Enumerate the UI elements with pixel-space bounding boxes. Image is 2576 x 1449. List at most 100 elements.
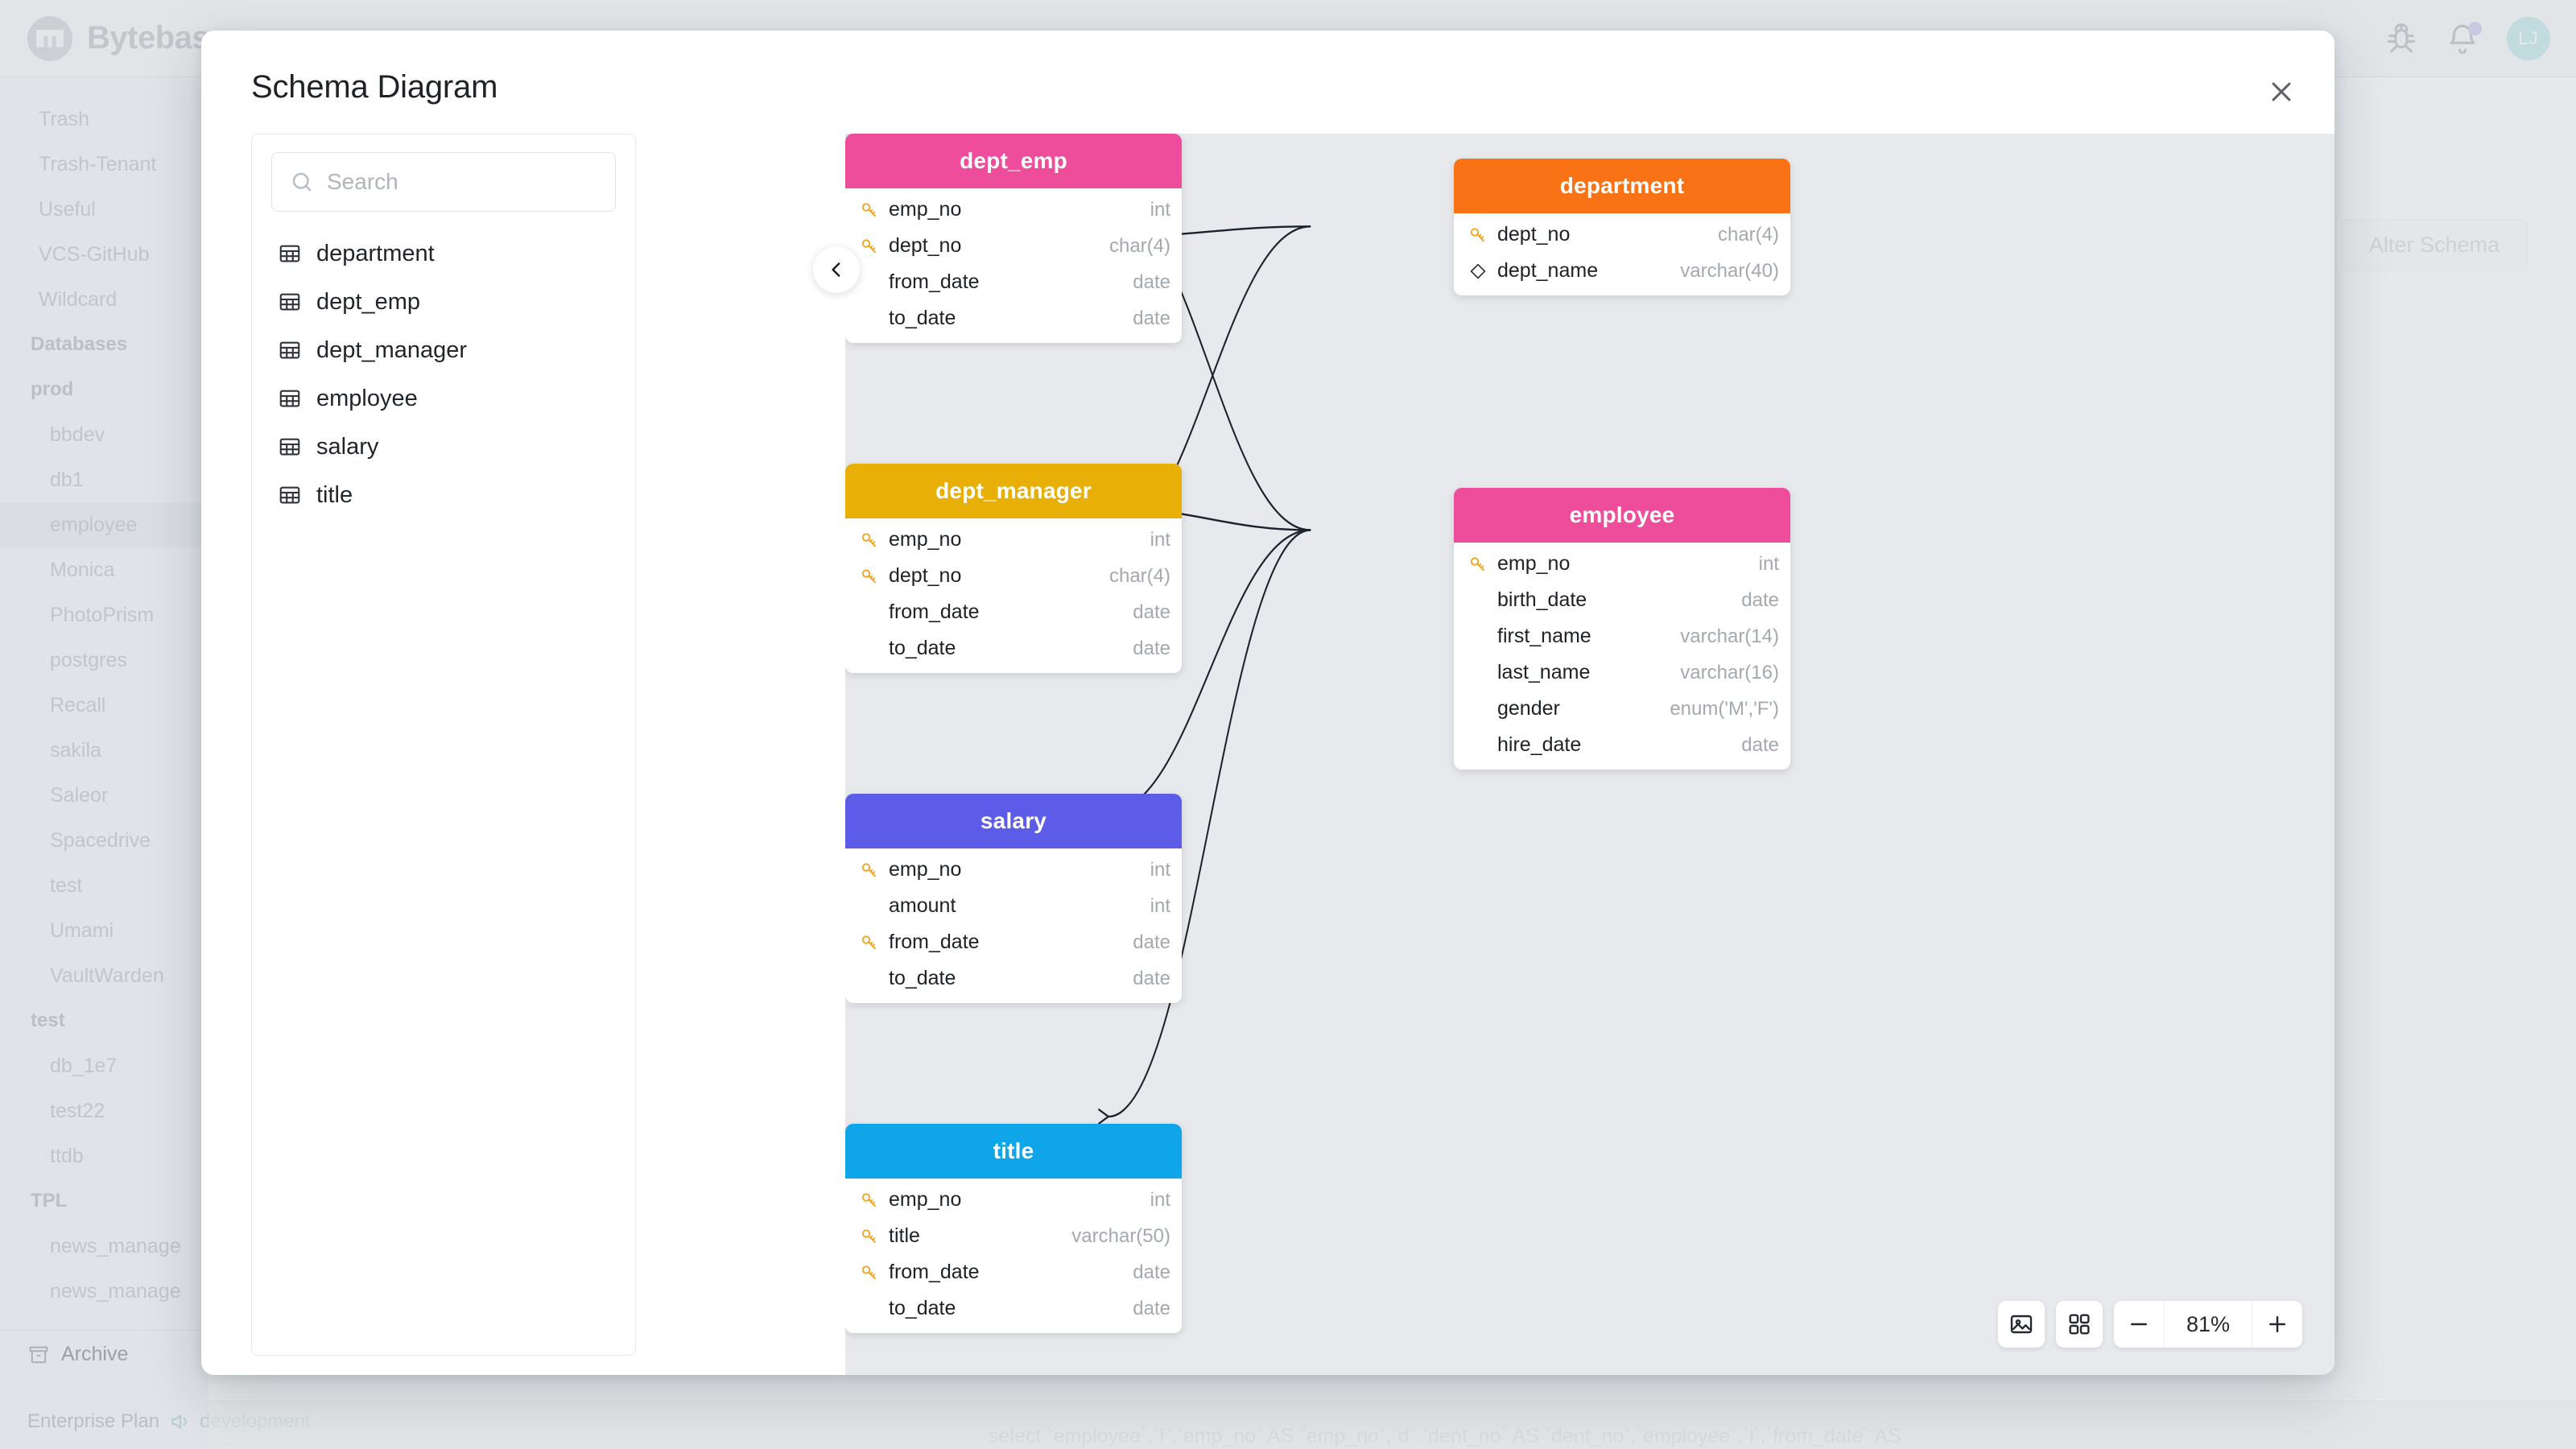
sidebar-item-test[interactable]: test xyxy=(31,1009,65,1031)
zoom-in-button[interactable] xyxy=(2252,1301,2302,1348)
sidebar-item-useful[interactable]: Useful xyxy=(39,197,96,221)
sidebar-item-news-manage[interactable]: news_manage xyxy=(50,1279,181,1302)
column-row[interactable]: last_name varchar(16) xyxy=(1454,654,1790,691)
column-type: int xyxy=(1758,552,1779,575)
sidebar-item-news-manage[interactable]: news_manage xyxy=(50,1234,181,1257)
sidebar-item-ttdb[interactable]: ttdb xyxy=(50,1144,84,1167)
column-name: birth_date xyxy=(1497,588,1587,611)
column-name: last_name xyxy=(1497,661,1591,683)
collapse-panel-button[interactable] xyxy=(813,246,860,293)
table-list-item-salary[interactable]: salary xyxy=(271,423,616,471)
key-icon xyxy=(861,238,876,253)
search-box[interactable] xyxy=(271,152,616,212)
table-list-item-department[interactable]: department xyxy=(271,229,616,278)
avatar[interactable]: LJ xyxy=(2507,17,2550,60)
sidebar-item-recall[interactable]: Recall xyxy=(50,693,106,716)
column-type: enum('M','F') xyxy=(1670,697,1779,720)
sidebar-item-employee[interactable]: employee xyxy=(0,502,207,547)
sidebar-item-prod[interactable]: prod xyxy=(31,378,74,400)
sidebar-item-postgres[interactable]: postgres xyxy=(50,648,127,671)
auto-layout-button[interactable] xyxy=(2056,1301,2103,1348)
table-icon xyxy=(279,245,300,262)
table-list-item-label: salary xyxy=(316,433,379,460)
export-image-button[interactable] xyxy=(1998,1301,2045,1348)
column-type: varchar(16) xyxy=(1680,661,1779,683)
sidebar-item-test[interactable]: test xyxy=(50,873,83,897)
sidebar-item-archive[interactable]: Archive xyxy=(0,1330,208,1378)
zoom-out-button[interactable] xyxy=(2114,1301,2164,1348)
sidebar-item-vaultwarden[interactable]: VaultWarden xyxy=(50,964,164,987)
table-node-header: dept_manager xyxy=(845,464,1182,518)
column-name: dept_no xyxy=(1497,223,1571,246)
sidebar-item-saleor[interactable]: Saleor xyxy=(50,783,109,807)
column-type: date xyxy=(1133,1297,1170,1319)
table-list-item-dept_emp[interactable]: dept_emp xyxy=(271,278,616,326)
sidebar-item-photoprism[interactable]: PhotoPrism xyxy=(50,603,155,626)
sidebar-item-trash[interactable]: Trash xyxy=(39,107,89,130)
bug-icon[interactable] xyxy=(2384,22,2418,56)
key-icon xyxy=(861,1265,876,1279)
sidebar-item-umami[interactable]: Umami xyxy=(50,919,114,942)
sidebar-item-test22[interactable]: test22 xyxy=(50,1099,105,1122)
key-icon xyxy=(861,202,876,217)
sidebar-item-vcs-github[interactable]: VCS-GitHub xyxy=(39,242,150,266)
sidebar-item-db1[interactable]: db1 xyxy=(50,468,84,491)
sidebar-item-spacedrive[interactable]: Spacedrive xyxy=(50,828,151,852)
column-name: emp_no xyxy=(889,1188,962,1211)
column-name: from_date xyxy=(889,601,980,623)
key-icon xyxy=(861,1192,876,1207)
sidebar-item-bbdev[interactable]: bbdev xyxy=(50,423,105,446)
bell-icon[interactable] xyxy=(2446,22,2482,56)
key-icon xyxy=(1470,227,1484,242)
alter-schema-button[interactable]: Alter Schema xyxy=(2340,219,2528,271)
sidebar-item-wildcard[interactable]: Wildcard xyxy=(39,287,118,311)
sidebar-item-trash-tenant[interactable]: Trash-Tenant xyxy=(39,152,157,175)
table-list-item-title[interactable]: title xyxy=(271,471,616,519)
sidebar-item-tpl[interactable]: TPL xyxy=(31,1190,68,1212)
sidebar-item-sakila[interactable]: sakila xyxy=(50,738,101,762)
column-name: emp_no xyxy=(889,198,962,221)
edge-arrow xyxy=(1097,1108,1110,1125)
column-type: date xyxy=(1133,931,1170,953)
table-list-item-employee[interactable]: employee xyxy=(271,374,616,423)
canvas-toolbar: 81% xyxy=(1998,1301,2302,1348)
brand-logo[interactable]: Bytebase xyxy=(27,15,227,61)
sidebar-item-monica[interactable]: Monica xyxy=(50,558,115,581)
column-type: date xyxy=(1133,1261,1170,1283)
close-icon[interactable] xyxy=(2259,69,2304,114)
search-input[interactable] xyxy=(327,169,597,195)
table-list-item-dept_manager[interactable]: dept_manager xyxy=(271,326,616,374)
sidebar-item-db-1e7[interactable]: db_1e7 xyxy=(50,1054,118,1077)
